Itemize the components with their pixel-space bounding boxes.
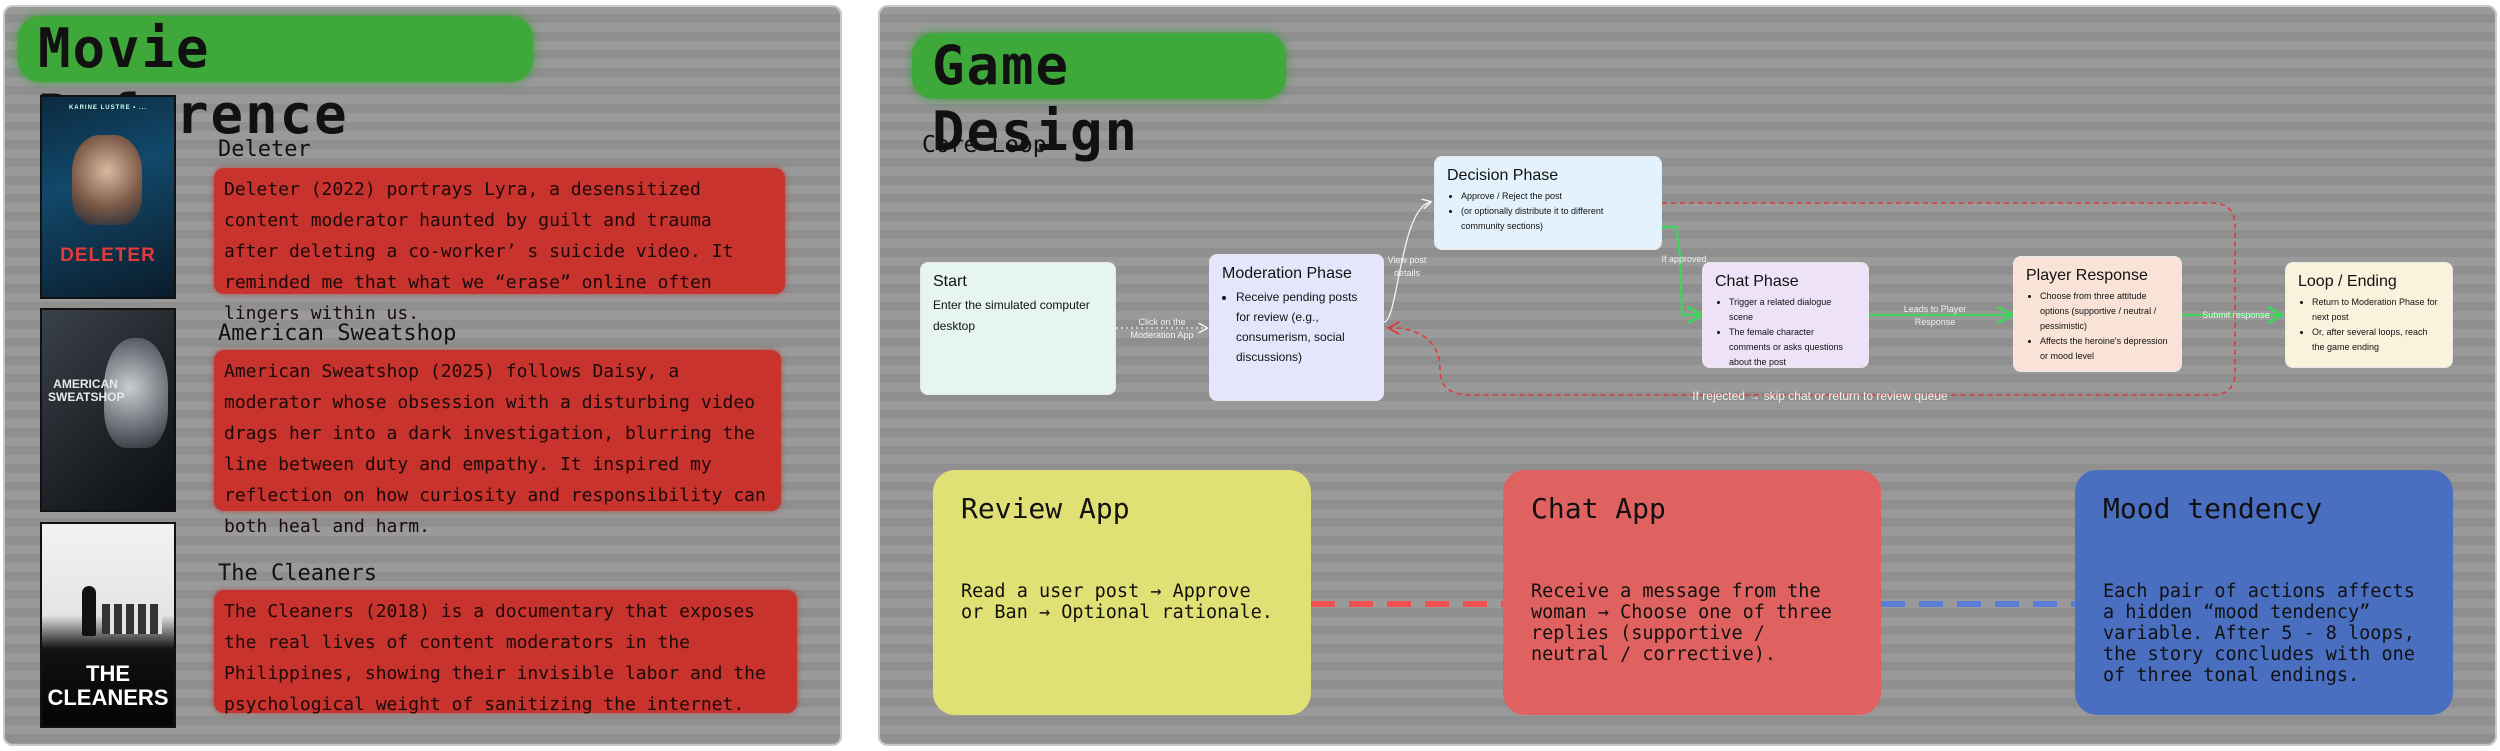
node-decision-item: (or optionally distribute it to differen…	[1461, 204, 1649, 234]
edge-moderation-decision	[1383, 202, 1430, 323]
edge-label-view-post: View post details	[1387, 255, 1427, 278]
node-decision: Decision Phase Approve / Reject the post…	[1434, 156, 1662, 250]
node-loop-ending: Loop / Ending Return to Moderation Phase…	[2285, 262, 2453, 368]
cleaners-poster-desks	[102, 604, 162, 634]
edge-label-if-approved: If approved	[1661, 254, 1707, 264]
edge-label-click-app: Click on the Moderation App	[1130, 317, 1194, 340]
movie-name-deleter: Deleter	[218, 137, 311, 162]
movie-name-the-cleaners: The Cleaners	[218, 561, 377, 586]
node-response-title: Player Response	[2026, 267, 2148, 284]
card-mood-tendency: Mood tendency Each pair of actions affec…	[2075, 470, 2453, 715]
node-start-title: Start	[933, 273, 967, 290]
node-start: Start Enter the simulated computer deskt…	[920, 262, 1116, 395]
deleter-poster: KARINE LUSTRE • ... DELETER	[40, 95, 176, 299]
node-response-item: Affects the heroine's depression or mood…	[2040, 334, 2169, 364]
node-loop-item: Or, after several loops, reach the game …	[2312, 325, 2440, 355]
node-chat: Chat Phase Trigger a related dialogue sc…	[1702, 262, 1869, 368]
sweatshop-poster-face	[104, 338, 168, 448]
edge-label-submit: Submit response	[2202, 310, 2270, 320]
node-decision-title: Decision Phase	[1447, 167, 1559, 184]
edge-label-if-rejected: If rejected → skip chat or return to rev…	[1692, 389, 1948, 403]
deleter-poster-credits: KARINE LUSTRE • ...	[68, 105, 148, 111]
movie-desc-deleter: Deleter (2022) portrays Lyra, a desensit…	[214, 168, 785, 324]
card-review-text: Read a user post → Approve or Ban → Opti…	[961, 581, 1273, 623]
edge-label-leads-to: Leads to Player Response	[1903, 304, 1967, 327]
cleaners-poster-title: THE CLEANERS	[47, 661, 169, 710]
node-response-item: Choose from three attitude options (supp…	[2040, 289, 2169, 334]
sweatshop-poster-title: AMERICAN SWEATSHOP	[48, 377, 125, 404]
card-chat-title: Chat App	[1531, 492, 1666, 525]
node-chat-item: The female character comments or asks qu…	[1729, 325, 1856, 370]
game-design-title: Game Design	[912, 33, 1286, 163]
deleter-poster-title: DELETER	[60, 245, 156, 266]
node-loop-title: Loop / Ending	[2298, 273, 2397, 290]
movie-desc-the-cleaners: The Cleaners (2018) is a documentary tha…	[214, 590, 797, 715]
movie-desc-american-sweatshop: American Sweatshop (2025) follows Daisy,…	[214, 350, 781, 537]
edge-decision-chat	[1662, 225, 1700, 315]
card-review-title: Review App	[961, 492, 1130, 525]
the-cleaners-poster: THE CLEANERS	[40, 522, 176, 728]
movie-name-american-sweatshop: American Sweatshop	[218, 321, 457, 346]
card-review-app: Review App Read a user post → Approve or…	[933, 470, 1311, 715]
node-loop-item: Return to Moderation Phase for next post	[2312, 295, 2440, 325]
card-mood-title: Mood tendency	[2103, 492, 2323, 525]
node-start-body: Enter the simulated computer desktop	[933, 298, 1090, 333]
cleaners-poster-figure	[82, 586, 96, 636]
core-loop-heading: Core Loop	[922, 132, 1047, 158]
card-chat-app: Chat App Receive a message from the woma…	[1503, 470, 1881, 715]
node-chat-title: Chat Phase	[1715, 273, 1799, 290]
card-mood-text: Each pair of actions affects a hidden “m…	[2103, 581, 2415, 686]
card-chat-text: Receive a message from the woman → Choos…	[1531, 581, 1832, 665]
node-decision-item: Approve / Reject the post	[1461, 189, 1649, 204]
node-player-response: Player Response Choose from three attitu…	[2013, 256, 2182, 372]
node-moderation-item: Receive pending posts for review (e.g., …	[1236, 287, 1371, 367]
node-moderation: Moderation Phase Receive pending posts f…	[1209, 254, 1384, 401]
deleter-poster-face	[72, 135, 142, 225]
node-chat-item: Trigger a related dialogue scene	[1729, 295, 1856, 325]
node-moderation-title: Moderation Phase	[1222, 265, 1352, 282]
american-sweatshop-poster: AMERICAN SWEATSHOP	[40, 308, 176, 512]
